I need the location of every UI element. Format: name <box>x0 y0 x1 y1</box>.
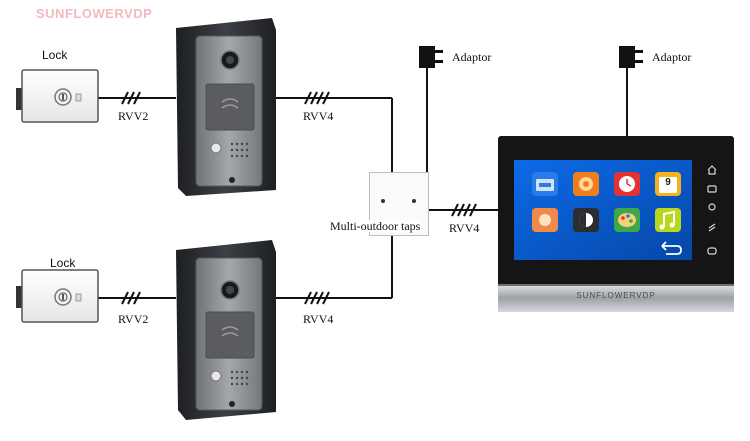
adaptor-right-label: Adaptor <box>652 50 692 64</box>
folder-icon <box>532 172 558 196</box>
unlock-button <box>708 223 716 232</box>
lock-bottom-label: Lock <box>50 256 76 270</box>
cable-label-lock-top: RVV2 <box>118 109 149 123</box>
outdoor-unit-bottom <box>176 240 276 420</box>
outdoor-unit-top <box>176 18 276 196</box>
brightness-icon <box>532 208 558 232</box>
calendar-icon <box>655 172 681 196</box>
monitor-brand: SUNFLOWERVDP <box>576 291 656 300</box>
phone-button <box>707 247 717 255</box>
watermark: SUNFLOWERVDP <box>36 6 153 21</box>
wires <box>98 66 628 299</box>
cable-marks <box>121 91 477 305</box>
lock-top <box>16 69 99 123</box>
monitor-icons <box>532 172 682 255</box>
cable-mark-lock-bottom <box>121 291 141 305</box>
camera-button <box>707 185 717 193</box>
clock-icon <box>614 172 640 196</box>
cable-label-door-bottom: RVV4 <box>303 312 334 326</box>
lock-bottom <box>16 269 99 323</box>
taps-terminal-left <box>381 199 385 203</box>
home-button <box>707 165 717 175</box>
cable-mark-door-bottom <box>304 291 330 305</box>
person-button <box>708 203 716 211</box>
adaptor-left <box>419 46 443 68</box>
cable-mark-lock-top <box>121 91 141 105</box>
cable-label-lock-bottom: RVV2 <box>118 312 149 326</box>
settings-icon <box>573 172 599 196</box>
cable-label-monitor: RVV4 <box>449 221 480 235</box>
cable-label-door-top: RVV4 <box>303 109 334 123</box>
contrast-icon <box>573 208 599 232</box>
palette-icon <box>614 208 640 232</box>
taps-terminal-right <box>412 199 416 203</box>
adaptor-left-label: Adaptor <box>452 50 492 64</box>
back-icon <box>661 241 682 255</box>
music-icon <box>655 208 681 232</box>
lock-top-label: Lock <box>42 48 68 62</box>
adaptor-right <box>619 46 643 68</box>
cable-mark-door-top <box>304 91 330 105</box>
calendar-day: 9 <box>665 177 671 188</box>
cable-mark-monitor <box>451 203 477 217</box>
monitor-side-buttons <box>707 165 717 255</box>
taps-label: Multi-outdoor taps <box>329 219 422 233</box>
